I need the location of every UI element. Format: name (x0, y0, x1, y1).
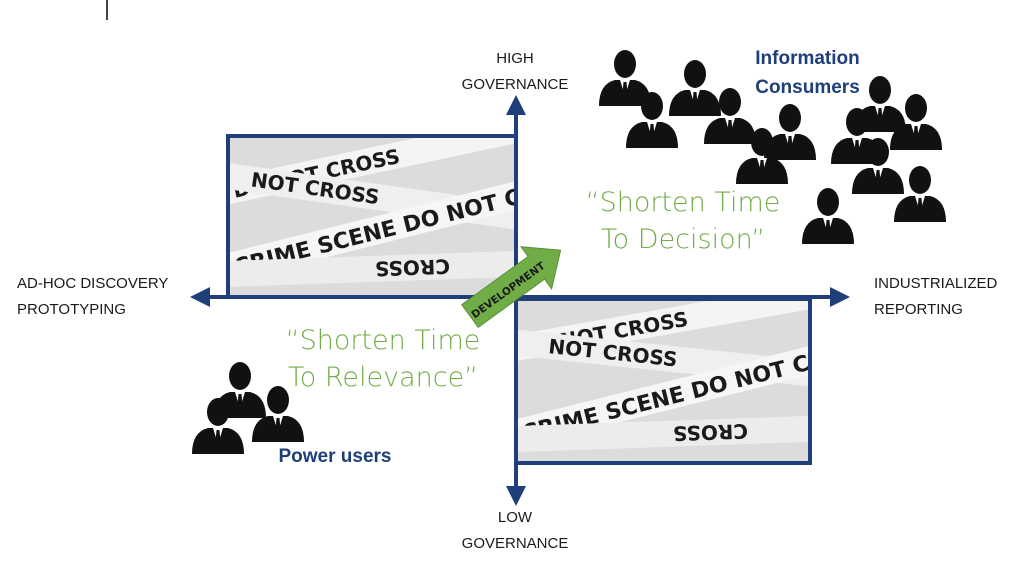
label-power-users: Power users (278, 446, 392, 467)
tape-text: CROSS (375, 254, 451, 281)
person-silhouette-icon (669, 60, 721, 116)
crime-scene-tape-image-bottom: DO NOT CROSS NOT CROSS CRIME SCENE DO NO… (514, 297, 812, 465)
tape-text: CROSS (673, 419, 749, 446)
crime-scene-tape-image-top: DO NOT CROSS NOT CROSS CRIME SCENE DO NO… (226, 134, 518, 299)
person-silhouette-icon (802, 188, 854, 244)
person-silhouette-icon (764, 104, 816, 160)
text-cursor (106, 0, 108, 20)
